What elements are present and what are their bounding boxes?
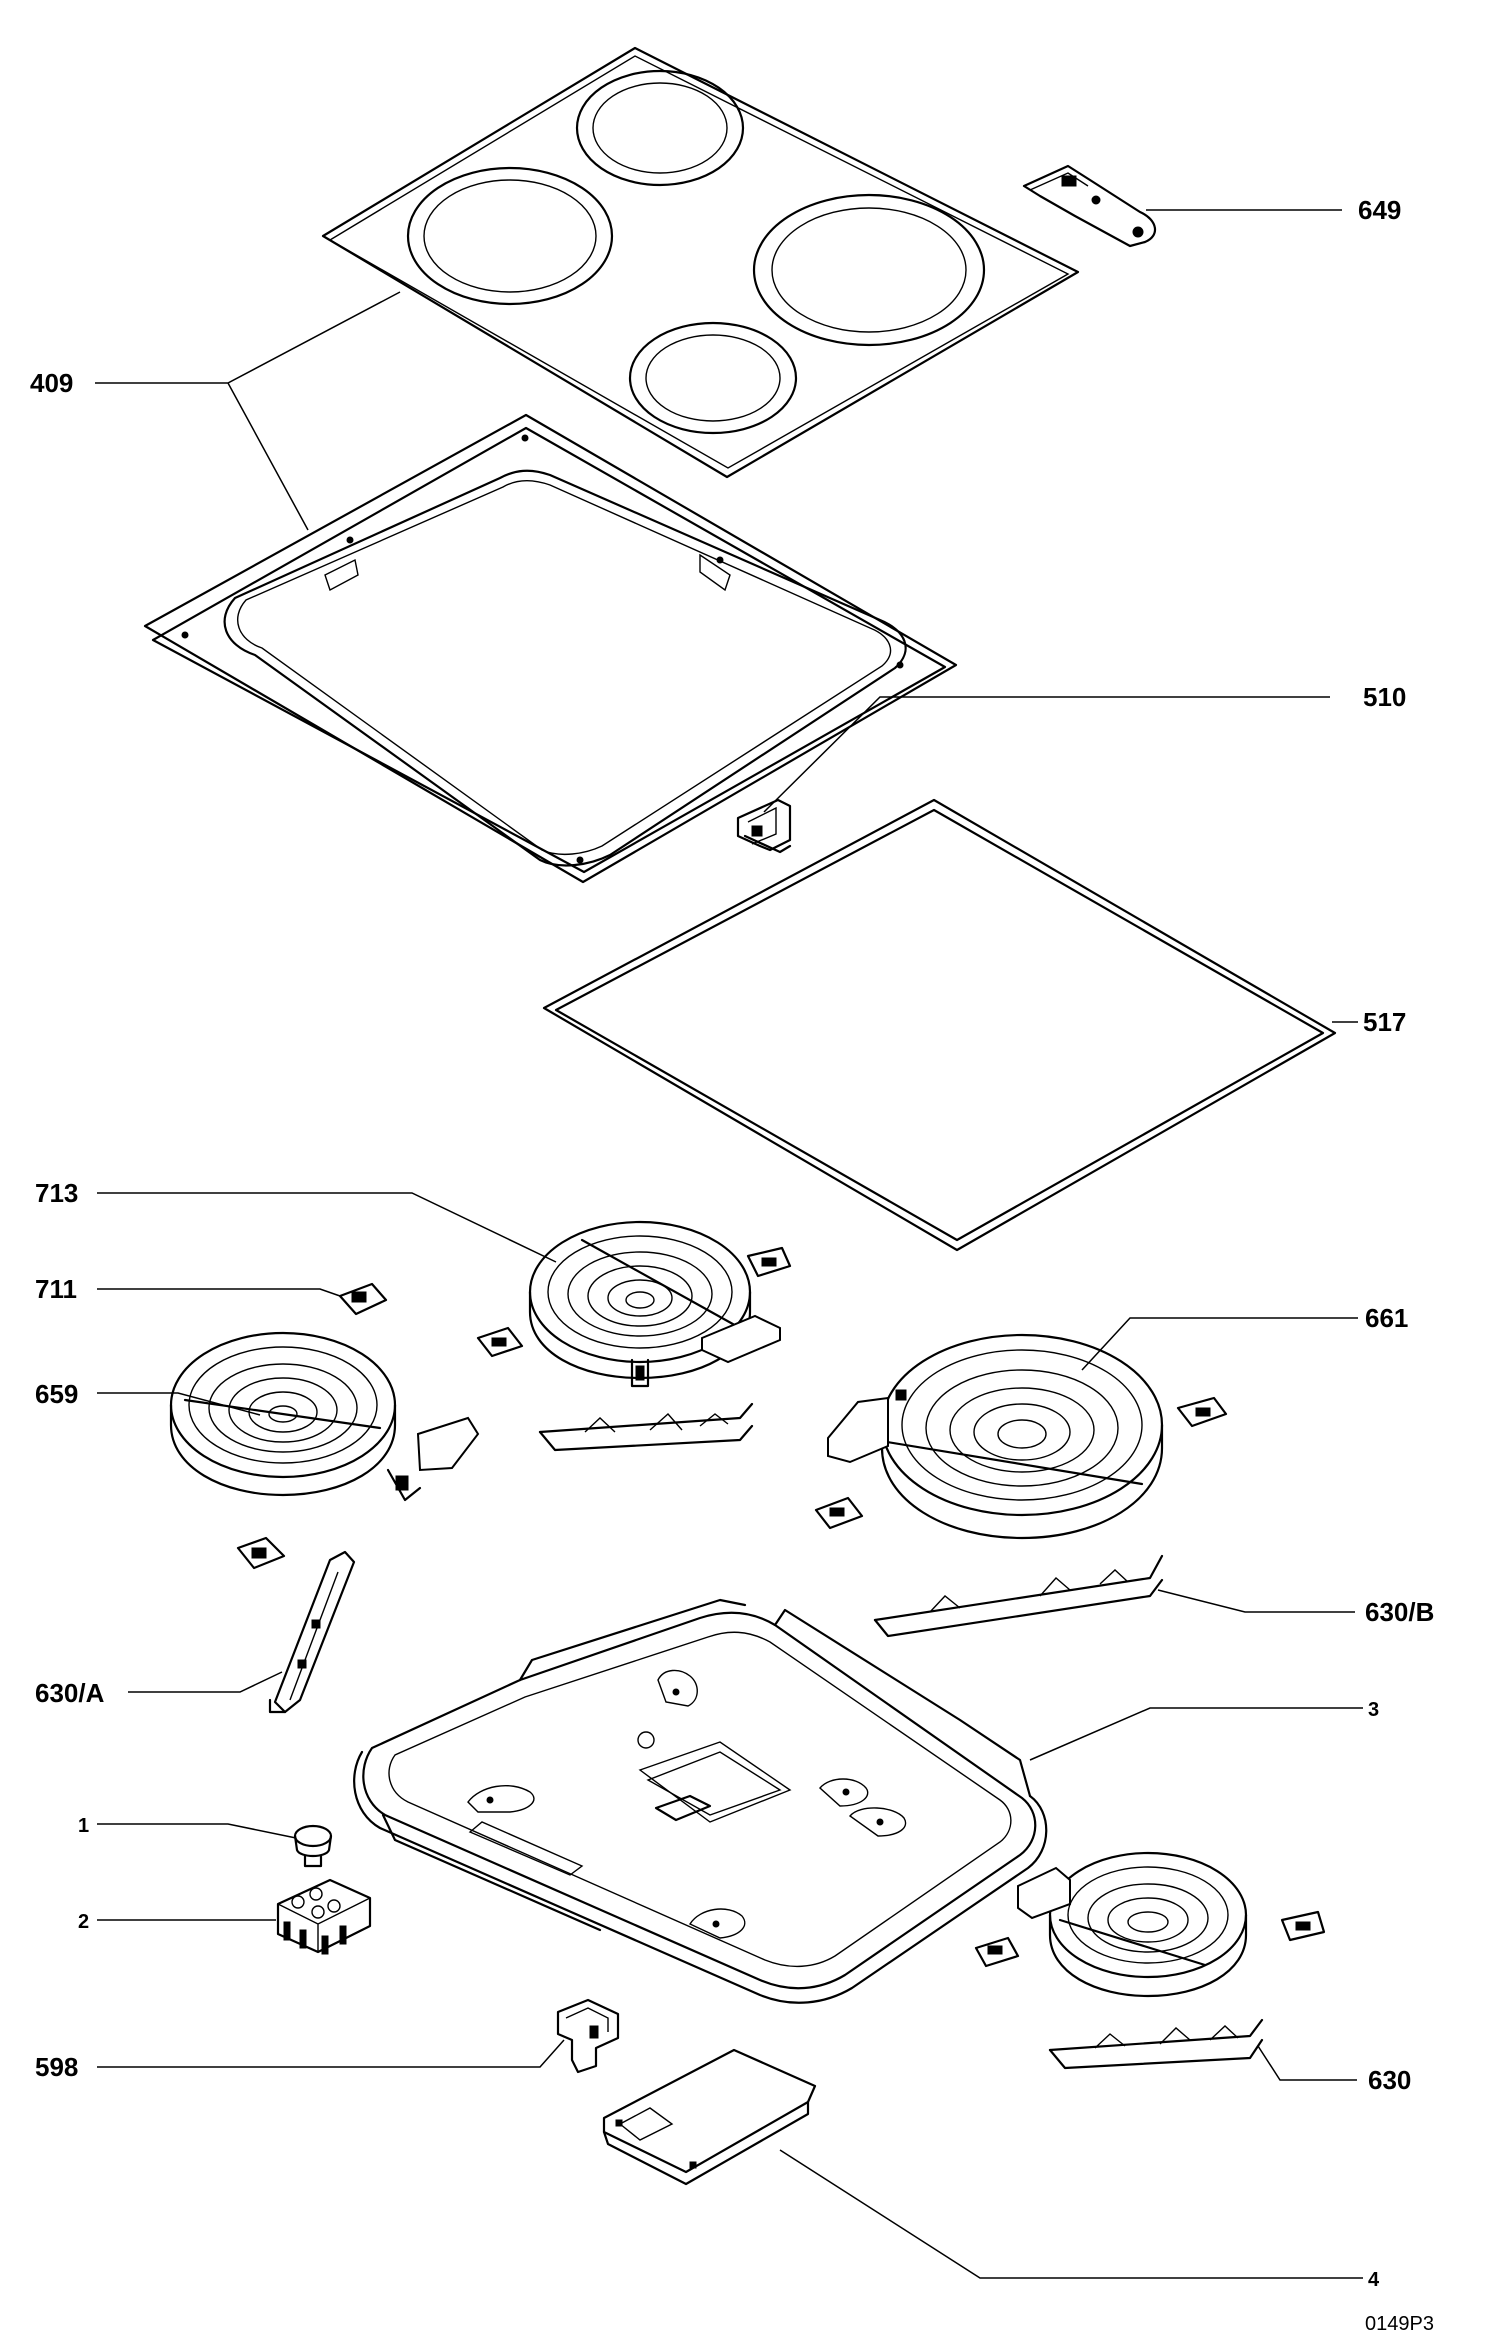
leader-659 bbox=[97, 1392, 261, 1416]
leader-510 bbox=[763, 696, 1330, 813]
label-598: 598 bbox=[35, 2052, 78, 2082]
element-clips-713 bbox=[476, 1246, 792, 1358]
leader-630 bbox=[1257, 2045, 1357, 2081]
part-409-frame bbox=[143, 413, 958, 884]
part-1-cap bbox=[293, 1824, 333, 1868]
leader-3 bbox=[1029, 1707, 1363, 1761]
part-2-terminal-block bbox=[276, 1878, 372, 1955]
part-510-bracket bbox=[736, 798, 792, 854]
part-labels: 649 409 510 517 713 711 661 659 630/B 63… bbox=[30, 195, 1434, 2335]
part-713-heating-element bbox=[528, 1220, 781, 1388]
element-heating-element-630 bbox=[1017, 1851, 1248, 1998]
element-support-bracket-713 bbox=[538, 1402, 754, 1452]
label-3: 3 bbox=[1368, 1699, 1379, 1721]
label-630a: 630/A bbox=[35, 1678, 105, 1708]
label-713: 713 bbox=[35, 1178, 78, 1208]
label-649: 649 bbox=[1358, 195, 1401, 225]
element-clip-659 bbox=[236, 1536, 286, 1570]
label-1: 1 bbox=[78, 1815, 89, 1837]
leader-lines bbox=[95, 209, 1363, 2279]
leader-630b bbox=[1157, 1589, 1355, 1613]
part-3-base-tray bbox=[353, 1598, 1048, 2004]
leader-713 bbox=[97, 1192, 557, 1263]
part-659-heating-element bbox=[169, 1331, 480, 1502]
label-630b: 630/B bbox=[1365, 1597, 1434, 1627]
part-661-heating-element bbox=[827, 1333, 1164, 1540]
part-711-clip bbox=[338, 1282, 388, 1316]
leader-711 bbox=[97, 1288, 341, 1297]
part-4-cover-plate bbox=[602, 2048, 817, 2186]
part-630a-bracket bbox=[268, 1550, 356, 1714]
label-2: 2 bbox=[78, 1911, 89, 1933]
part-517-gasket bbox=[542, 798, 1337, 1252]
label-409: 409 bbox=[30, 368, 73, 398]
part-630b-bracket bbox=[873, 1554, 1164, 1638]
label-711: 711 bbox=[35, 1274, 77, 1304]
leader-630a bbox=[128, 1671, 283, 1693]
part-630-bracket bbox=[1048, 2018, 1264, 2070]
leader-661 bbox=[1081, 1317, 1358, 1371]
leader-598 bbox=[97, 2039, 565, 2068]
element-clips-630 bbox=[974, 1910, 1326, 1968]
part-409-glass-hob-top bbox=[321, 46, 1080, 479]
label-661: 661 bbox=[1365, 1303, 1408, 1333]
label-510: 510 bbox=[1363, 682, 1406, 712]
part-598-bracket bbox=[556, 1998, 620, 2074]
leader-1 bbox=[97, 1823, 297, 1839]
label-630: 630 bbox=[1368, 2065, 1411, 2095]
leader-409 bbox=[95, 291, 401, 531]
element-clips-661 bbox=[814, 1396, 1228, 1530]
drawing-reference: 0149P3 bbox=[1365, 2313, 1434, 2335]
part-649-clip bbox=[1022, 164, 1156, 248]
label-659: 659 bbox=[35, 1379, 78, 1409]
label-4: 4 bbox=[1368, 2269, 1380, 2291]
leader-4 bbox=[779, 2149, 1363, 2279]
label-517: 517 bbox=[1363, 1007, 1406, 1037]
